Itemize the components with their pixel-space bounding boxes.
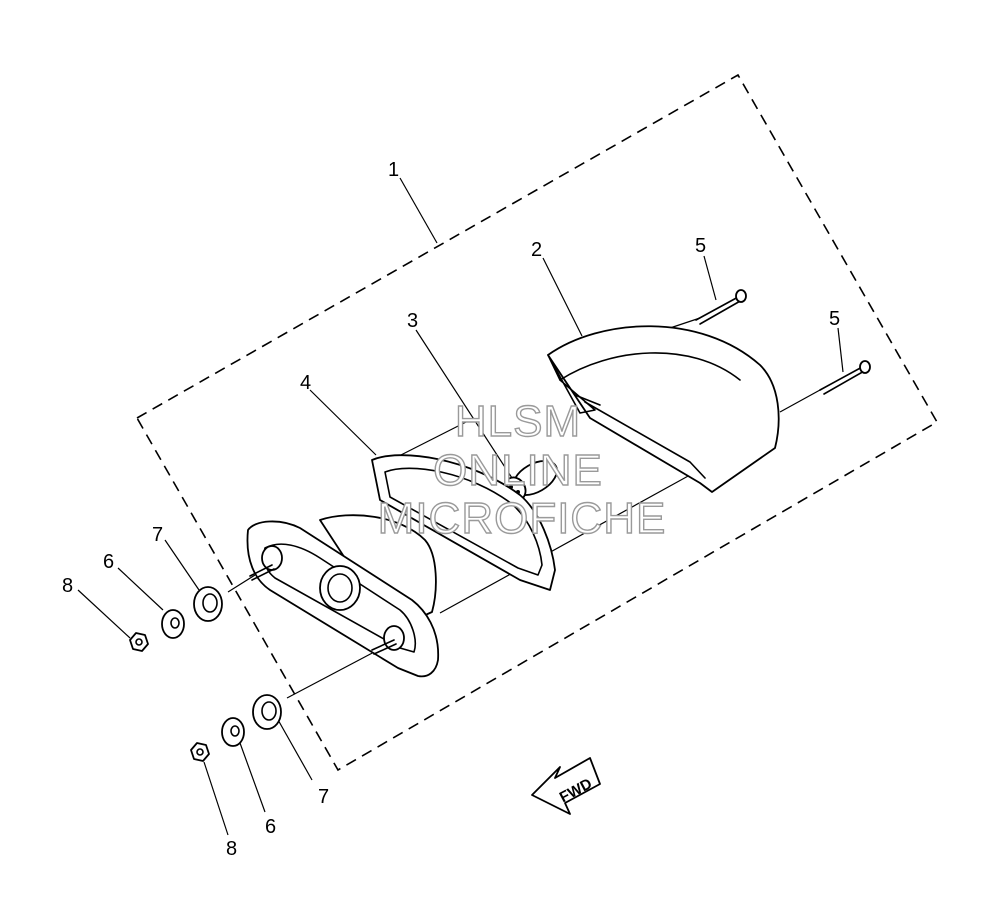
part-2-lens-cover: [547, 325, 780, 493]
callout-8-lower: 8: [226, 838, 237, 860]
forward-direction-arrow: FWD: [531, 757, 601, 815]
part-7-grommet-lower: [252, 694, 282, 730]
part-4-gasket: [371, 454, 556, 591]
watermark: HLSM ONLINE MICROFICHE: [377, 396, 667, 543]
callout-2: 2: [531, 239, 542, 261]
part-6-washer-upper: [161, 609, 185, 639]
watermark-line-1: HLSM: [455, 397, 581, 446]
callout-5-lower: 5: [829, 308, 840, 330]
callout-8-upper: 8: [62, 575, 73, 597]
part-1-base-housing: [246, 514, 439, 678]
part-5-screw-upper: [695, 289, 747, 325]
part-6-washer-lower: [221, 717, 245, 747]
callout-7-lower: 7: [318, 786, 329, 808]
callout-6-upper: 6: [103, 551, 114, 573]
callout-4: 4: [300, 372, 311, 394]
part-7-grommet-upper: [193, 586, 223, 622]
callout-6-lower: 6: [265, 816, 276, 838]
callout-leaders: [77, 177, 844, 836]
part-8-nut-lower: [190, 742, 210, 762]
watermark-line-3: MICROFICHE: [378, 494, 667, 543]
part-8-nut-upper: [129, 632, 149, 652]
callout-1: 1: [388, 159, 399, 181]
callout-5-upper: 5: [695, 235, 706, 257]
callout-7-upper: 7: [152, 524, 163, 546]
watermark-line-2: ONLINE: [433, 446, 603, 495]
callout-3: 3: [407, 310, 418, 332]
callout-labels: 1 2 3 4 5 5 6 7 8 7 6 8: [62, 159, 840, 860]
part-5-screw-lower: [819, 360, 871, 395]
